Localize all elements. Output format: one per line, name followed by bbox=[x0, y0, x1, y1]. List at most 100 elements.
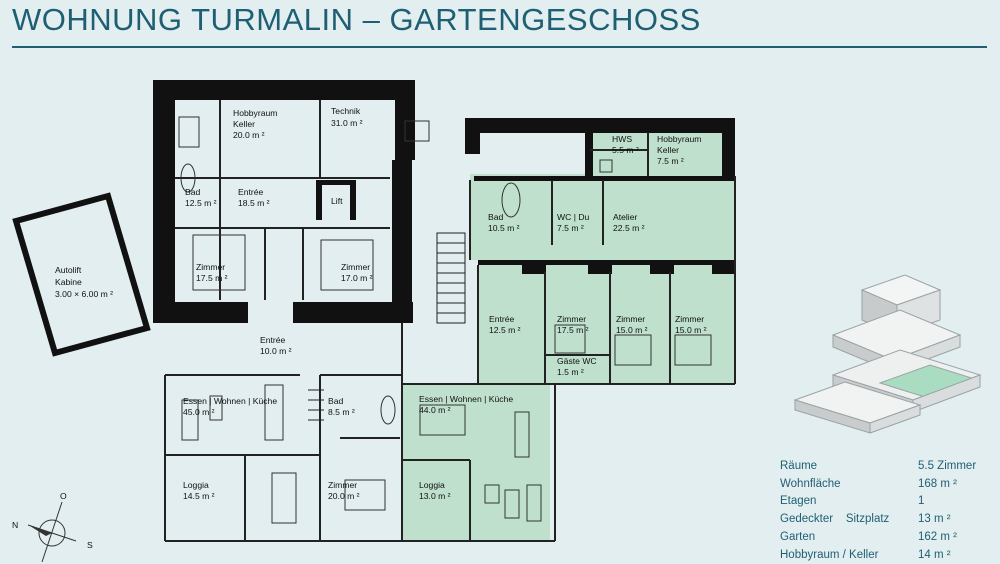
isometric-building bbox=[793, 274, 982, 434]
svg-text:8.5 m ²: 8.5 m ² bbox=[328, 407, 355, 417]
svg-text:Bad: Bad bbox=[488, 212, 504, 222]
svg-text:Gäste WC: Gäste WC bbox=[557, 356, 597, 366]
svg-text:Atelier: Atelier bbox=[613, 212, 637, 222]
room-zimmer-4: Zimmer 17.5 m ² bbox=[557, 314, 589, 335]
room-bad-3: Bad 10.5 m ² bbox=[488, 212, 520, 233]
svg-text:17.5 m ²: 17.5 m ² bbox=[196, 273, 228, 283]
room-atelier: Atelier 22.5 m ² bbox=[613, 212, 645, 233]
key-facts-table: Räume 5.5 Zimmer Wohnfläche 168 m ² Etagen… bbox=[780, 457, 995, 564]
title-underline bbox=[12, 46, 987, 48]
room-loggia-2: Loggia 13.0 m ² bbox=[419, 480, 451, 501]
compass-east-label: O bbox=[60, 491, 67, 501]
room-technik: Technik 31.0 m ² bbox=[331, 106, 363, 128]
svg-text:44.0 m ²: 44.0 m ² bbox=[419, 405, 451, 415]
svg-text:WC | Du: WC | Du bbox=[557, 212, 590, 222]
svg-text:20.0 m ²: 20.0 m ² bbox=[328, 491, 360, 501]
svg-text:Essen | Wohnen | Küche: Essen | Wohnen | Küche bbox=[183, 396, 277, 406]
autolift-size: 3.00 × 6.00 m ² bbox=[55, 289, 113, 299]
svg-text:Hobbyraum: Hobbyraum bbox=[233, 108, 277, 118]
compass-north-label: N bbox=[12, 520, 18, 530]
svg-text:Lift: Lift bbox=[331, 196, 343, 206]
room-zimmer-3: Zimmer 20.0 m ² bbox=[328, 480, 360, 501]
room-entree-2: Entrée 10.0 m ² bbox=[260, 335, 292, 356]
svg-text:5.5 m ²: 5.5 m ² bbox=[612, 145, 639, 155]
room-bad-2: Bad 8.5 m ² bbox=[328, 396, 355, 417]
room-gaeste-wc: Gäste WC 1.5 m ² bbox=[557, 356, 597, 377]
svg-text:Entrée: Entrée bbox=[238, 187, 264, 197]
svg-text:Essen | Wohnen | Küche: Essen | Wohnen | Küche bbox=[419, 394, 513, 404]
svg-text:17.0 m ²: 17.0 m ² bbox=[341, 273, 373, 283]
fact-value: 14 m ² bbox=[918, 548, 951, 561]
room-zimmer-6: Zimmer 15.0 m ² bbox=[675, 314, 707, 335]
room-entree-3: Entrée 12.5 m ² bbox=[489, 314, 521, 335]
room-loggia-1: Loggia 14.5 m ² bbox=[183, 480, 215, 501]
fact-value: 1 bbox=[918, 495, 925, 508]
fact-row: Garten 162 m ² bbox=[780, 528, 995, 546]
svg-text:Hobbyraum: Hobbyraum bbox=[657, 134, 701, 144]
staircase bbox=[308, 232, 466, 421]
svg-text:7.5 m ²: 7.5 m ² bbox=[657, 156, 684, 166]
autolift-line1: Autolift bbox=[55, 265, 82, 275]
furniture bbox=[178, 116, 712, 524]
svg-text:14.5 m ²: 14.5 m ² bbox=[183, 491, 215, 501]
fact-label: Wohnfläche bbox=[780, 477, 841, 490]
room-bad-1: Bad 12.5 m ² bbox=[185, 187, 217, 208]
room-lift: Lift bbox=[331, 196, 343, 206]
room-zimmer-1: Zimmer 17.5 m ² bbox=[196, 262, 228, 283]
svg-text:12.5 m ²: 12.5 m ² bbox=[489, 325, 521, 335]
svg-text:Entrée: Entrée bbox=[260, 335, 286, 345]
autolift-line2: Kabine bbox=[55, 277, 82, 287]
fact-label: Räume bbox=[780, 459, 818, 472]
svg-text:17.5 m ²: 17.5 m ² bbox=[557, 325, 589, 335]
svg-text:15.0 m ²: 15.0 m ² bbox=[675, 325, 707, 335]
room-hws: HWS 5.5 m ² bbox=[612, 134, 639, 155]
svg-text:10.5 m ²: 10.5 m ² bbox=[488, 223, 520, 233]
page-title: WOHNUNG TURMALIN – GARTENGESCHOSS bbox=[12, 2, 701, 37]
room-zimmer-5: Zimmer 15.0 m ² bbox=[616, 314, 648, 335]
svg-text:Zimmer: Zimmer bbox=[675, 314, 704, 324]
fact-row: Hobbyraum / Keller 14 m ² bbox=[780, 546, 995, 564]
svg-text:Zimmer: Zimmer bbox=[196, 262, 225, 272]
svg-text:15.0 m ²: 15.0 m ² bbox=[616, 325, 648, 335]
svg-text:31.0 m ²: 31.0 m ² bbox=[331, 118, 363, 128]
svg-text:12.5 m ²: 12.5 m ² bbox=[185, 198, 217, 208]
autolift-label: Autolift Kabine 3.00 × 6.00 m ² bbox=[55, 265, 113, 299]
svg-text:Zimmer: Zimmer bbox=[557, 314, 586, 324]
fact-row: Räume 5.5 Zimmer bbox=[780, 457, 995, 475]
fact-row: Etagen 1 bbox=[780, 493, 995, 511]
fact-value: 162 m ² bbox=[918, 531, 957, 544]
fact-label: Garten bbox=[780, 531, 816, 544]
svg-text:Keller: Keller bbox=[657, 145, 679, 155]
room-wc-du: WC | Du 7.5 m ² bbox=[557, 212, 590, 233]
fact-label: Hobbyraum / Keller bbox=[780, 548, 879, 561]
walls bbox=[153, 80, 736, 323]
compass-south-label: S bbox=[87, 540, 93, 550]
svg-text:7.5 m ²: 7.5 m ² bbox=[557, 223, 584, 233]
svg-text:Loggia: Loggia bbox=[183, 480, 209, 490]
svg-text:1.5 m ²: 1.5 m ² bbox=[557, 367, 584, 377]
svg-text:10.0 m ²: 10.0 m ² bbox=[260, 346, 292, 356]
room-zimmer-2: Zimmer 17.0 m ² bbox=[341, 262, 373, 283]
svg-text:HWS: HWS bbox=[612, 134, 632, 144]
svg-text:18.5 m ²: 18.5 m ² bbox=[238, 198, 270, 208]
svg-text:20.0 m ²: 20.0 m ² bbox=[233, 130, 265, 140]
svg-text:13.0 m ²: 13.0 m ² bbox=[419, 491, 451, 501]
svg-text:Keller: Keller bbox=[233, 119, 255, 129]
svg-text:Zimmer: Zimmer bbox=[616, 314, 645, 324]
room-essen-wohnen-kueche-2: Essen | Wohnen | Küche 44.0 m ² bbox=[419, 394, 513, 415]
fact-label: Gedeckter Sitzplatz bbox=[780, 513, 890, 526]
room-entree-1: Entrée 18.5 m ² bbox=[238, 187, 270, 208]
room-essen-wohnen-kueche-1: Essen | Wohnen | Küche 45.0 m ² bbox=[183, 396, 277, 417]
svg-text:45.0 m ²: 45.0 m ² bbox=[183, 407, 215, 417]
fact-label: Etagen bbox=[780, 495, 817, 508]
fact-row: Wohnfläche 168 m ² bbox=[780, 475, 995, 493]
fact-value: 168 m ² bbox=[918, 477, 957, 490]
room-hobbyraum-keller-2: Hobbyraum Keller 7.5 m ² bbox=[657, 134, 701, 166]
fact-value: 5.5 Zimmer bbox=[918, 459, 977, 472]
compass-rose bbox=[27, 501, 77, 562]
autolift-cabin bbox=[12, 192, 151, 357]
svg-text:Entrée: Entrée bbox=[489, 314, 515, 324]
svg-text:Bad: Bad bbox=[328, 396, 344, 406]
svg-text:Bad: Bad bbox=[185, 187, 201, 197]
